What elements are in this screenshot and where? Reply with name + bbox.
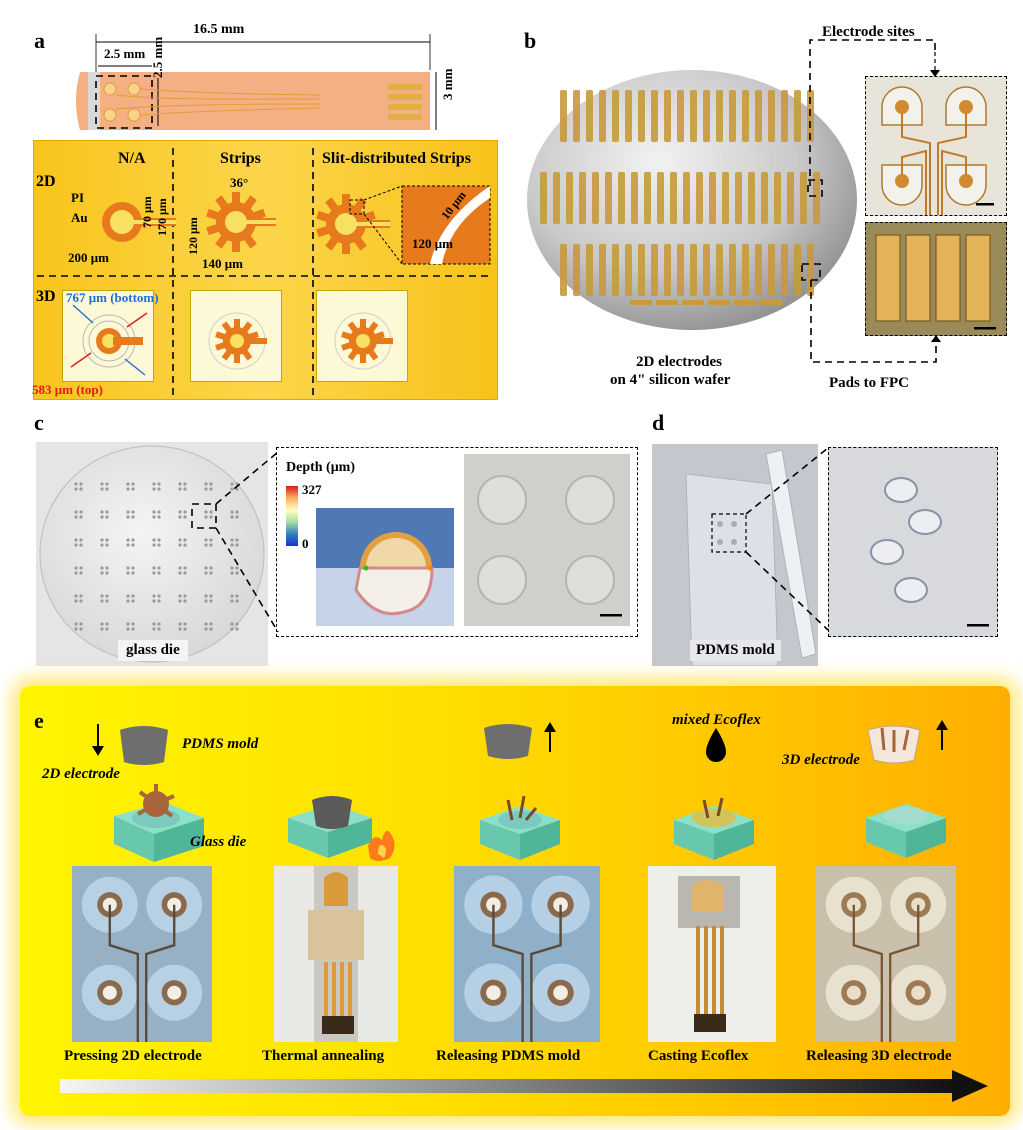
silicon-wafer-photo [527, 70, 857, 330]
d140-label: 140 μm [202, 256, 243, 271]
top-label: 583 μm (top) [32, 382, 103, 397]
d170-label: 170 μm [155, 198, 169, 236]
step4-schematic [674, 728, 754, 860]
bottom-label: 767 μm (bottom) [66, 290, 159, 305]
col-header-na: N/A [118, 150, 146, 167]
wafer-label-2: on 4" silicon wafer [610, 372, 731, 388]
au-label: Au [71, 210, 88, 225]
electrode-strips-2d [206, 192, 276, 252]
dim-site-v-label: 2.5 mm [150, 36, 165, 78]
dim-height-label: 3 mm [440, 68, 455, 100]
step2-photo [274, 866, 398, 1042]
process-arrow [60, 1070, 988, 1102]
electrode-slit-3d [316, 290, 408, 382]
glass-die-label: glass die [118, 640, 188, 661]
electrode-2d-e-label: 2D electrode [42, 766, 120, 782]
d120-label: 120 μm [186, 217, 200, 255]
glass-die-photo [36, 442, 268, 666]
pdms-zoom-photo [828, 447, 998, 637]
design-table-grid [37, 148, 493, 395]
mixed-ecoflex-label: mixed Ecoflex [672, 712, 761, 728]
dim-site-label: 2.5 mm [104, 46, 146, 61]
electrode-sites-zoom [865, 76, 1007, 216]
angle-label: 36° [230, 175, 249, 190]
panel-b-letter: b [524, 28, 537, 53]
step2-label: Thermal annealing [262, 1048, 385, 1064]
electrode-strips-3d [190, 290, 282, 382]
step4-label: Casting Ecoflex [648, 1048, 749, 1064]
step5-schematic [866, 720, 948, 858]
d200-label: 200 μm [68, 250, 109, 265]
step1-photo [72, 866, 212, 1042]
row-2d-label: 2D [36, 173, 56, 190]
step1-label: Pressing 2D electrode [64, 1048, 202, 1064]
step3-photo [454, 866, 600, 1042]
step3-label: Releasing PDMS mold [436, 1048, 581, 1064]
step2-schematic [288, 796, 395, 861]
col-header-strips: Strips [220, 150, 261, 167]
pdms-mold-photo [652, 444, 818, 666]
panel-e-letter: e [34, 708, 44, 733]
electrode-na-3d [62, 290, 154, 382]
pdms-mold-e-label: PDMS mold [182, 736, 259, 752]
dim-total-label: 16.5 mm [193, 22, 245, 37]
depth-max: 327 [302, 482, 322, 497]
d120b-label: 120 μm [412, 236, 453, 251]
pads-zoom [865, 222, 1007, 336]
electrode-3d-e-label: 3D electrode [782, 752, 860, 768]
d-callout-lines [745, 447, 829, 631]
c-callout-lines [191, 451, 279, 633]
pads-label: Pads to FPC [829, 375, 909, 391]
pdms-mold-label: PDMS mold [690, 640, 781, 661]
pi-label: PI [71, 190, 84, 205]
row-3d-label: 3D [36, 288, 56, 305]
depth-zoom-box [276, 447, 638, 637]
depth-profile-map [316, 508, 454, 626]
holes-microscope-photo [464, 454, 630, 626]
electrode-na-2d [102, 202, 176, 242]
electrode-sites-label: Electrode sites [822, 24, 915, 40]
step4-photo [648, 866, 776, 1042]
glass-die-e-label: Glass die [190, 834, 247, 850]
panel-a-letter: a [34, 28, 45, 53]
panel-c-letter: c [34, 410, 44, 435]
panel-d-letter: d [652, 410, 665, 435]
wafer-label-1: 2D electrodes [636, 354, 722, 370]
depth-title: Depth (μm) [286, 460, 355, 475]
depth-min: 0 [302, 536, 309, 551]
col-header-slit: Slit-distributed Strips [322, 150, 471, 167]
zoom-callout-lines [801, 39, 941, 363]
step5-label: Releasing 3D electrode [806, 1048, 952, 1064]
electrode-strip-drawing [76, 34, 437, 130]
step5-photo [816, 866, 956, 1042]
depth-colorbar [286, 486, 298, 546]
electrode-slit-2d [316, 185, 491, 265]
d70-label: 70 μm [140, 196, 154, 228]
step3-schematic [480, 722, 560, 860]
step1-schematic [92, 724, 204, 862]
